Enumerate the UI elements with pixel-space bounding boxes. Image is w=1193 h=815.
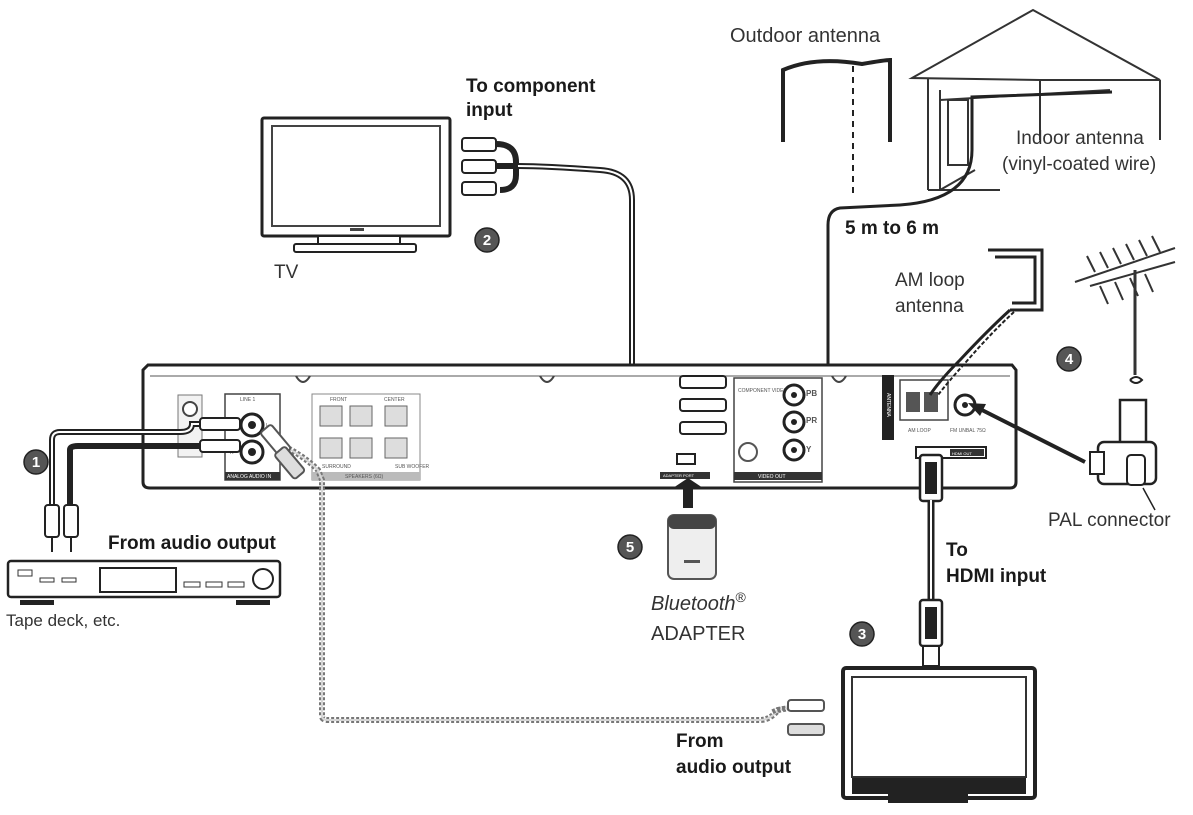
bluetooth-registered-mark: ® — [736, 589, 747, 605]
hdmi-cable — [918, 453, 944, 667]
am-loop-label-text: AM loop — [895, 270, 965, 291]
audio-in-plugs-top — [260, 424, 306, 480]
bottom-tv — [841, 666, 1037, 803]
fm-roof-antenna — [1074, 235, 1176, 375]
am-loop-antenna-label-text: antenna — [895, 296, 964, 317]
bluetooth-word: Bluetooth — [651, 593, 736, 615]
front-label: FRONT — [330, 397, 347, 403]
line1-label: LINE 1 — [240, 397, 256, 403]
pal-connector-label: PAL connector — [1048, 510, 1171, 531]
tape-deck-plugs — [44, 504, 79, 552]
tape-deck-label: Tape deck, etc. — [6, 611, 120, 630]
hdmi-input-label: HDMI input — [946, 566, 1047, 587]
pal-connector — [1089, 376, 1158, 511]
adapter-label: ADAPTER — [651, 623, 745, 645]
audio-output-bottom-label: audio output — [676, 757, 792, 778]
component-video-label: COMPONENT VIDEO — [738, 388, 787, 394]
center-label: CENTER — [384, 397, 405, 403]
video-out-label: VIDEO OUT — [758, 474, 786, 480]
bluetooth-label: Bluetooth® — [651, 589, 747, 615]
bluetooth-adapter — [667, 478, 717, 580]
surround-label: SURROUND — [322, 464, 351, 470]
speaker-terminals: FRONT CENTER SURROUND SUB WOOFER SPEAKER… — [311, 393, 430, 481]
badge-3-number: 3 — [858, 626, 866, 643]
speakers-label: SPEAKERS (6Ω) — [345, 474, 384, 480]
component-rca-plugs — [679, 375, 727, 435]
tv-monitor — [260, 116, 452, 253]
badge-3: 3 — [849, 621, 875, 647]
from-audio-output-bottom-label: From — [676, 731, 724, 752]
fm-unbal-label: FM UNBAL 75Ω — [950, 428, 986, 434]
y-label: Y — [806, 445, 812, 454]
distance-label: 5 m to 6 m — [845, 218, 939, 239]
pb-label: PB — [806, 389, 817, 398]
badge-4-number: 4 — [1065, 351, 1074, 368]
analog-rca-plugs — [199, 417, 241, 453]
antenna-terminals: ANTENNA AM LOOP FM UNBAL 75Ω HDMI OUT — [882, 375, 987, 459]
to-component-label: To component — [466, 76, 596, 97]
badge-5-number: 5 — [626, 539, 634, 556]
badge-1-number: 1 — [32, 454, 40, 471]
pal-pointer-arrow — [968, 403, 1086, 464]
to-component-input-label: input — [466, 100, 513, 121]
badge-4: 4 — [1056, 346, 1082, 372]
tape-deck — [6, 559, 282, 605]
am-loop-antenna — [928, 248, 1044, 396]
tape-deck-cable-inner — [51, 423, 210, 506]
adapter-port: ADAPTER PORT — [660, 453, 710, 479]
antenna-label: ANTENNA — [885, 393, 891, 418]
adapter-port-label: ADAPTER PORT — [663, 473, 695, 478]
am-loop-label: AM LOOP — [908, 428, 931, 434]
hdmi-out-label: HDMI OUT — [952, 451, 972, 456]
outdoor-antenna-label: Outdoor antenna — [730, 25, 881, 47]
outdoor-antenna — [781, 57, 892, 198]
indoor-antenna-label: Indoor antenna — [1016, 128, 1144, 149]
badge-1: 1 — [23, 449, 49, 475]
component-video-out: COMPONENT VIDEO VIDEO OUT PB PR Y — [733, 377, 823, 483]
badge-2-number: 2 — [483, 232, 491, 249]
pr-label: PR — [806, 416, 817, 425]
tv-label: TV — [274, 262, 299, 283]
badge-2: 2 — [474, 227, 500, 253]
badge-5: 5 — [617, 534, 643, 560]
house — [908, 8, 1161, 191]
analog-audio-in-label: ANALOG AUDIO IN — [227, 474, 272, 480]
audio-out-plugs-bottom — [787, 699, 825, 736]
from-audio-output-top-label: From audio output — [108, 533, 276, 554]
vinyl-coated-wire-label: (vinyl-coated wire) — [1002, 154, 1156, 175]
component-plugs — [461, 137, 497, 196]
to-hdmi-label: To — [946, 540, 968, 561]
sub-label: SUB WOOFER — [395, 464, 430, 470]
